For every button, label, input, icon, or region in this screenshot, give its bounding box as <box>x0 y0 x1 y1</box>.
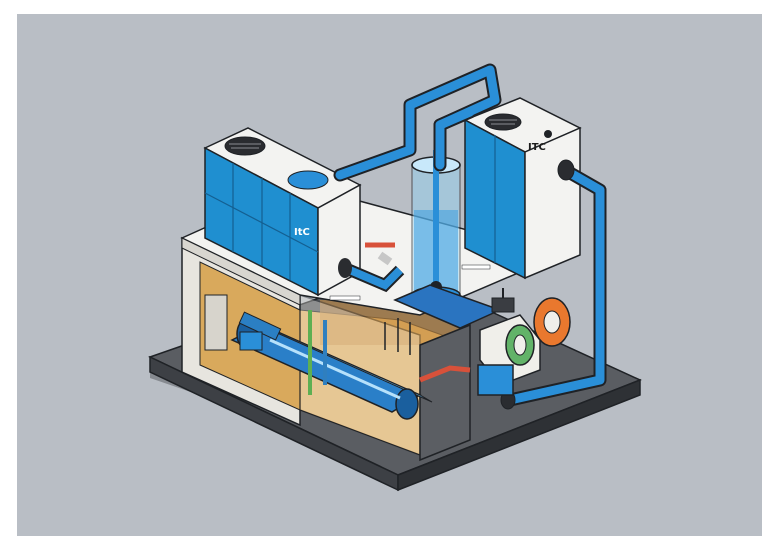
right-unit-logo: ITC <box>528 142 546 153</box>
pipe-elbow-right <box>557 159 575 181</box>
interior-control-box <box>204 294 228 351</box>
deck-label-strip-1 <box>329 295 361 301</box>
left-pipe-connectors <box>338 242 405 293</box>
valve-icon <box>491 288 515 313</box>
deck-label-strip-2 <box>461 264 491 270</box>
top-deck-edge <box>181 237 301 306</box>
left-unit-logo: ItC <box>294 227 310 238</box>
cabinet-right-side <box>419 323 471 462</box>
base-plate-front-right <box>397 378 641 492</box>
right-blue-unit: ITC <box>463 97 582 280</box>
pressure-tank-icon <box>411 150 461 304</box>
fan-icon <box>287 170 329 190</box>
red-internal-pipe <box>419 365 471 383</box>
vent-grille-icon <box>224 136 266 156</box>
pump-icon <box>477 297 571 396</box>
pump-motor-box <box>477 364 514 396</box>
blue-pipe-fill <box>335 65 605 405</box>
left-blue-unit: ItC <box>203 127 362 297</box>
interior-blue-box <box>239 331 263 351</box>
vent-grille-icon <box>484 113 522 131</box>
